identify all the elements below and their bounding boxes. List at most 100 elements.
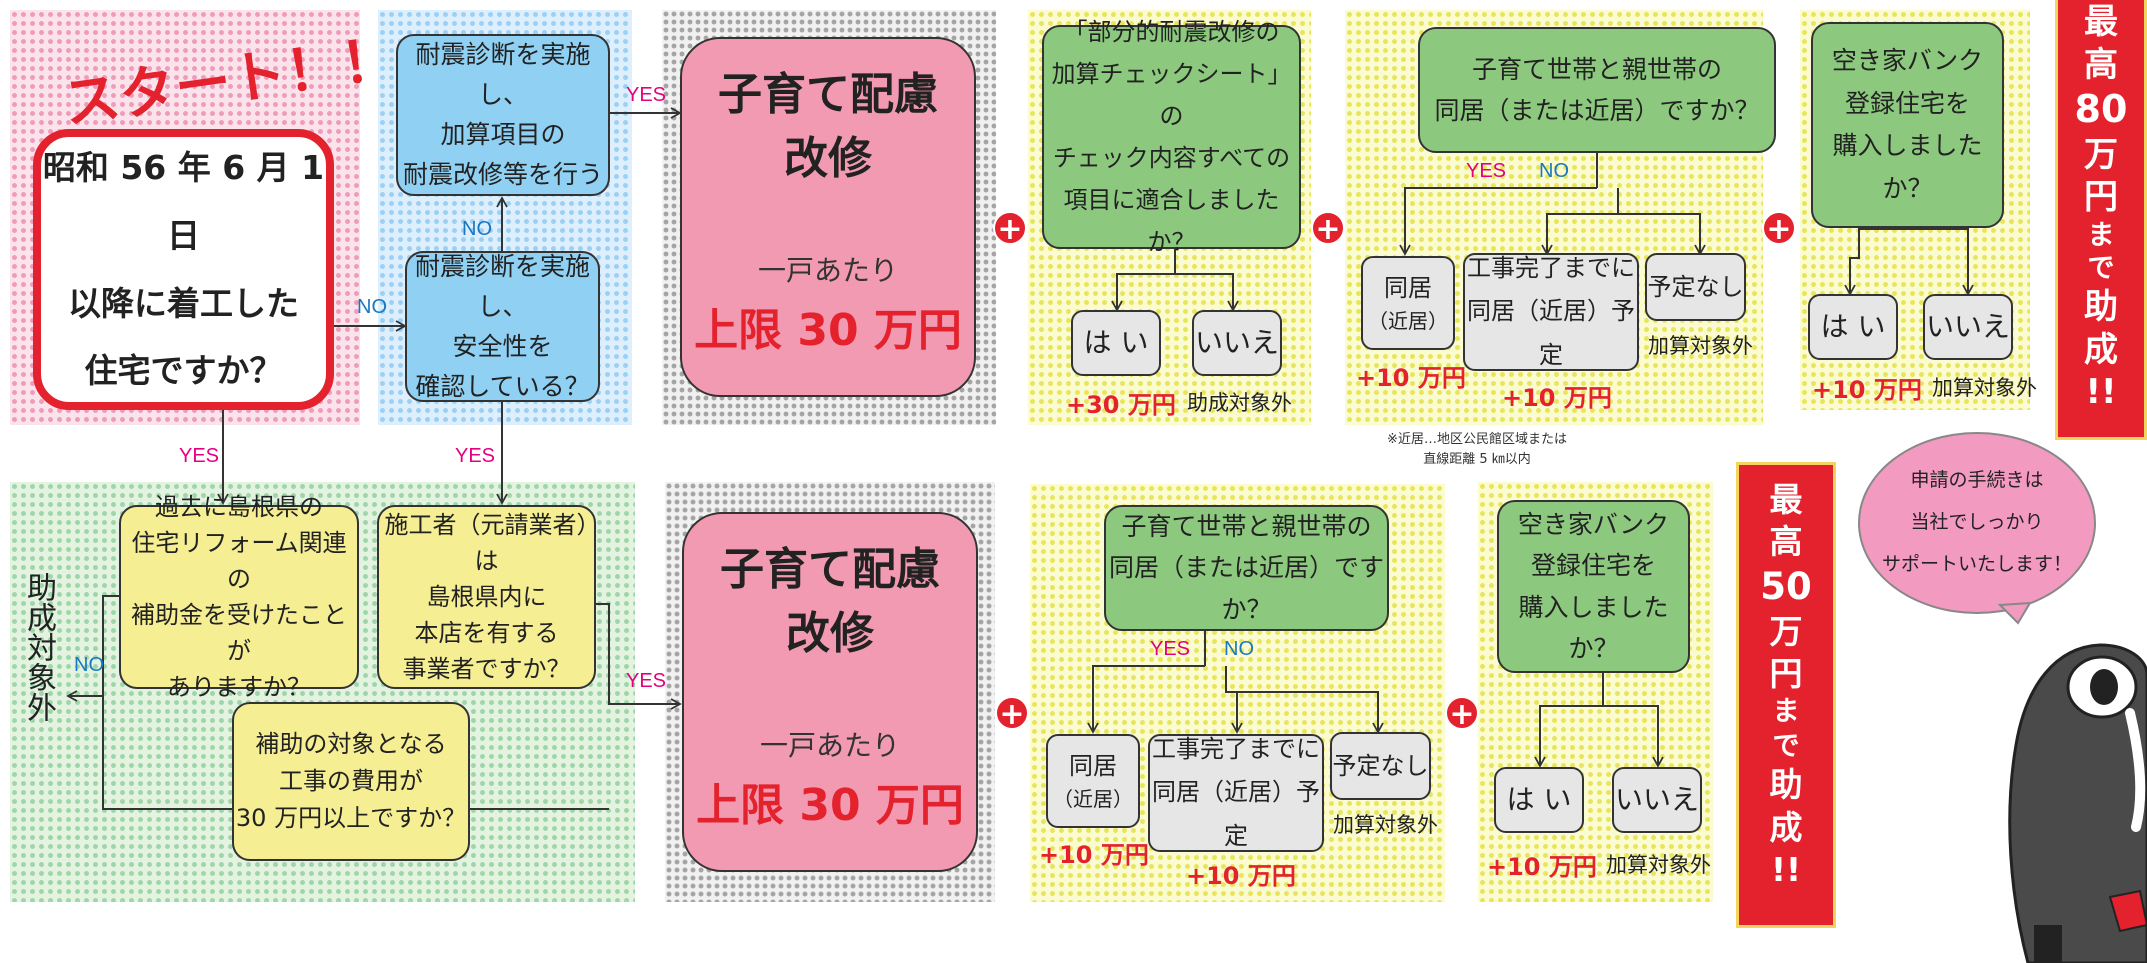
cost-node: 補助の対象となる 工事の費用が 30 万円以上ですか？ [232, 702, 470, 861]
max-80-char-9: 成 [2084, 329, 2118, 370]
cohabit-bottom-live-amount: +10 万円 [1039, 841, 1149, 869]
mascot-character [1997, 601, 2147, 963]
akiya-top-no-text: 加算対象外 [1932, 376, 2037, 400]
checksheet-line-1: 「部分的耐震改修の [1063, 18, 1280, 46]
max-80-char-4: 万 [2084, 134, 2118, 175]
cohabit-top-none-text: 加算対象外 [1648, 334, 1753, 358]
bubble-line-2: 当社でしっかり [1910, 511, 2044, 534]
max-80-char-8: 助 [2084, 287, 2118, 327]
yes-label-cost: YES [626, 670, 667, 692]
bubble-tail [1997, 601, 2032, 625]
not-eligible-vertical: 助成対象外 [21, 572, 56, 722]
mascot-pupil [2090, 669, 2118, 705]
checksheet-yes-amount: +30 万円 [1066, 391, 1176, 419]
max-50-char-3: 50 [1760, 565, 1812, 609]
akiya-bottom-no-text: 加算対象外 [1606, 853, 1711, 877]
max-80-char-10: !! [2085, 372, 2117, 412]
akiya-top-line-3: 購入しましたか？ [1832, 131, 1983, 203]
akiya-bottom-line-2: 登録住宅を [1530, 551, 1656, 581]
akiya-top-yes-node: は い [1808, 294, 1898, 360]
max-80-char-6: ま [2087, 219, 2115, 251]
past-subsidy-line-4: ありますか？ [167, 673, 311, 701]
past-subsidy-line-2: 住宅リフォーム関連の [131, 529, 347, 593]
checksheet-line-2: 加算チェックシート」の [1051, 60, 1292, 130]
cohabit-bottom-no-label: NO [1224, 638, 1254, 660]
akiya-question-node-top: 空き家バンク 登録住宅を 購入しましたか？ [1811, 22, 2004, 228]
main-box-top-per-house: 一戸あたり [757, 254, 898, 287]
max-50-char-10: !! [1770, 849, 1802, 889]
max-50-char-4: 万 [1769, 611, 1803, 651]
max-50-banner: 最 高 50 万 円 ま で 助 成 !! [1736, 462, 1836, 928]
checksheet-line-4: 項目に適合しましたか？ [1063, 186, 1280, 256]
plus-icon-top-3: + [1762, 211, 1796, 247]
max-50-char-5: 円 [1769, 654, 1803, 694]
start-question-line-3: 住宅ですか？ [84, 351, 283, 391]
bubble-line-3: サポートいたします！ [1881, 552, 2072, 575]
cohabit-bottom-live-line-2: （近居） [1053, 787, 1133, 811]
kinkyo-footnote-line-1: ※近居…地区公民館区域または [1387, 432, 1567, 447]
cohabit-bottom-plan-amount: +10 万円 [1186, 862, 1296, 890]
kinkyo-footnote-line-2: 直線距離 5 ㎞以内 [1423, 451, 1531, 467]
max-50-char-7: で [1772, 730, 1800, 762]
cohabit-top-live-node: 同居 （近居） [1361, 256, 1455, 350]
no-label-safety: NO [462, 218, 492, 240]
mascot-body [2008, 643, 2147, 963]
cohabit-top-plan-line-1: 工事完了までに [1467, 254, 1635, 283]
main-box-top-cap: 上限 30 万円 [694, 305, 962, 356]
main-box-bottom-title-2: 改修 [786, 607, 874, 659]
cost-line-2: 工事の費用が [279, 766, 423, 795]
yes-label-start: YES [179, 445, 220, 467]
akiya-top-line-1: 空き家バンク [1831, 46, 1984, 75]
akiya-top-line-2: 登録住宅を [1844, 88, 1970, 118]
past-subsidy-line-1: 過去に島根県の [155, 493, 323, 521]
cohabit-top-plan-amount: +10 万円 [1502, 384, 1612, 412]
cohabit-bottom-line-1: 子育て世帯と親世帯の [1121, 512, 1372, 542]
mascot-foot [2034, 925, 2062, 963]
cohabit-top-no-label: NO [1539, 160, 1569, 182]
akiya-bottom-line-3: 購入しましたか？ [1518, 592, 1669, 663]
cohabit-top-live-line-1: 同居 [1384, 274, 1432, 302]
main-box-top: 子育て配慮 改修 一戸あたり 上限 30 万円 [680, 37, 976, 397]
cost-line-1: 補助の対象となる [255, 729, 447, 758]
main-box-top-title: 子育て配慮 改修 [682, 63, 974, 191]
cohabit-bottom-plan-node: 工事完了までに 同居（近居）予定 [1148, 734, 1324, 852]
max-80-char-1: 最 [2084, 2, 2118, 42]
bubble-line-1: 申請の手続きは [1910, 469, 2044, 492]
cohabit-top-plan-node: 工事完了までに 同居（近居）予定 [1463, 253, 1639, 371]
cohabit-question-node-bottom: 子育て世帯と親世帯の 同居（または近居）ですか？ [1104, 505, 1389, 631]
retrofit-line-3: 耐震改修等を行う [402, 160, 603, 189]
seismic-retrofit-node: 耐震診断を実施し、 加算項目の 耐震改修等を行う [396, 34, 610, 196]
max-50-char-1: 最 [1769, 480, 1803, 519]
max-80-banner: 最 高 80 万 円 ま で 助 成 !! [2055, 0, 2147, 440]
plus-icon-top-1: + [993, 211, 1027, 247]
main-box-top-title-1: 子育て配慮 [718, 69, 938, 120]
cohabit-top-none-node: 予定なし [1645, 253, 1746, 321]
contractor-line-2: 島根県内に [426, 583, 547, 611]
yes-label-retrofit: YES [626, 84, 667, 106]
contractor-node: 施工者（元請業者）は 島根県内に 本店を有する 事業者ですか？ [377, 505, 596, 689]
max-80-char-5: 円 [2084, 177, 2118, 217]
akiya-top-yes-amount: +10 万円 [1812, 376, 1922, 404]
yes-label-safety: YES [455, 445, 496, 467]
cohabit-top-live-amount: +10 万円 [1356, 364, 1466, 392]
check-safety-line-2: 安全性を [452, 331, 553, 361]
contractor-line-3: 本店を有する [414, 619, 559, 647]
checksheet-question-node: 「部分的耐震改修の 加算チェックシート」の チェック内容すべての 項目に適合しま… [1042, 18, 1301, 256]
main-box-bottom-title: 子育て配慮 改修 [684, 538, 976, 666]
max-50-char-9: 成 [1769, 807, 1803, 847]
check-safety-line-3: 確認している？ [415, 371, 590, 401]
akiya-top-no-node: いいえ [1923, 294, 2013, 360]
cohabit-bottom-plan-line-2: 同居（近居）予定 [1152, 778, 1320, 850]
main-box-bottom-per-house: 一戸あたり [759, 729, 900, 762]
support-speech-bubble: 申請の手続きは 当社でしっかり サポートいたします！ [1858, 432, 2096, 614]
no-label-ineligible: NO [74, 654, 104, 676]
plus-icon-bottom-1: + [995, 696, 1029, 732]
max-50-char-2: 高 [1769, 522, 1803, 562]
kinkyo-footnote: ※近居…地区公民館区域または 直線距離 5 ㎞以内 [1362, 430, 1592, 469]
past-subsidy-node: 過去に島根県の 住宅リフォーム関連の 補助金を受けたことが ありますか？ [119, 493, 359, 701]
plus-icon-top-2: + [1311, 211, 1345, 247]
checksheet-yes-node: は い [1071, 310, 1161, 376]
no-label-start: NO [357, 296, 387, 318]
max-50-char-6: ま [1772, 696, 1800, 728]
main-box-bottom-cap: 上限 30 万円 [696, 780, 964, 831]
